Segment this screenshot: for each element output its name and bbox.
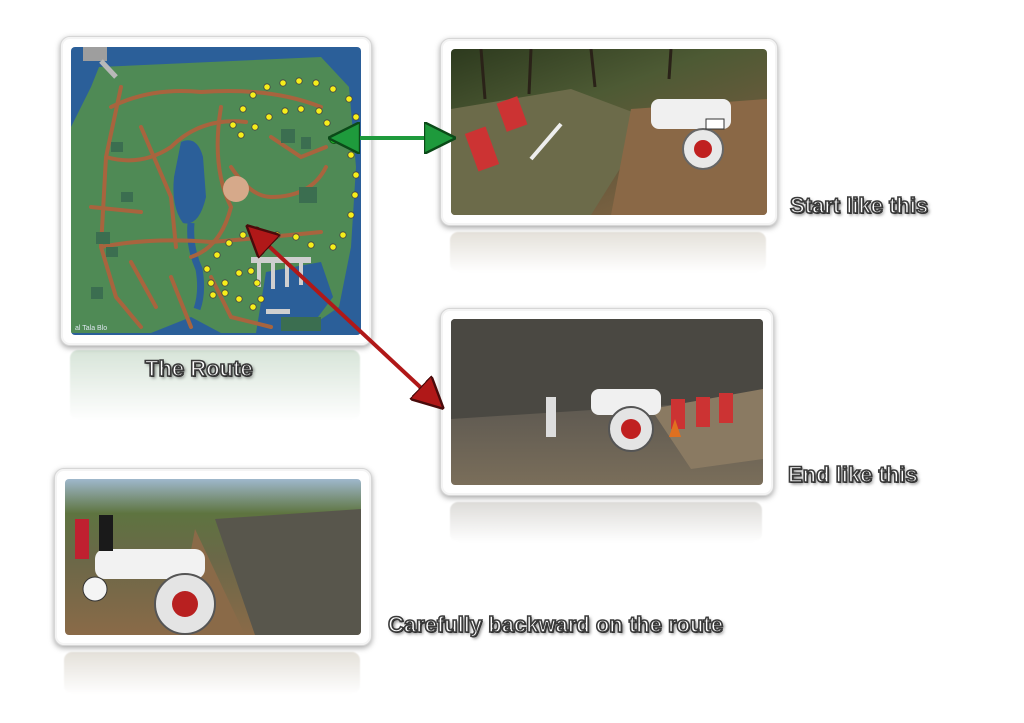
route-dot	[209, 291, 217, 299]
route-dot	[229, 121, 237, 129]
end-scene-panel	[440, 308, 774, 496]
route-dot	[237, 131, 245, 139]
route-dot	[225, 239, 233, 247]
end-point-marker	[250, 226, 262, 238]
route-dot	[247, 267, 255, 275]
route-dot	[329, 243, 337, 251]
caption-the-route: The Route	[144, 355, 253, 382]
route-dot	[351, 191, 359, 199]
route-dot	[273, 231, 281, 239]
route-dot	[345, 95, 353, 103]
route-dot	[352, 113, 359, 121]
route-dot	[251, 123, 259, 131]
route-dot	[297, 105, 305, 113]
route-dot	[203, 265, 211, 273]
map-watermark: al Tala Blo	[75, 325, 107, 332]
route-dot	[265, 113, 273, 121]
route-map-panel: al Tala Blo	[60, 36, 372, 346]
route-dot	[249, 91, 257, 99]
route-dot	[263, 83, 271, 91]
backward-scene-reflection	[64, 652, 360, 694]
caption-start: Start like this	[789, 192, 929, 219]
route-dot	[239, 105, 247, 113]
route-dot	[257, 295, 265, 303]
route-dot	[239, 231, 247, 239]
route-dot	[207, 279, 215, 287]
route-dot	[352, 171, 359, 179]
route-map: al Tala Blo	[71, 47, 361, 335]
route-dot	[347, 211, 355, 219]
route-dot	[221, 289, 229, 297]
route-dot	[295, 77, 303, 85]
route-dot	[292, 233, 300, 241]
backward-scene-panel	[54, 468, 372, 646]
backward-scene-image	[65, 479, 361, 635]
start-scene-reflection	[450, 232, 766, 272]
start-point-marker	[329, 134, 339, 144]
route-dot	[249, 303, 257, 311]
route-dot	[307, 241, 315, 249]
caption-backward: Carefully backward on the route	[387, 611, 724, 638]
route-map-graphic: al Tala Blo	[71, 47, 359, 333]
route-dot	[323, 119, 331, 127]
route-dot	[235, 295, 243, 303]
route-dot	[329, 85, 337, 93]
route-dot	[253, 279, 261, 287]
end-scene-reflection	[450, 502, 762, 542]
route-dot	[312, 79, 320, 87]
route-dot	[221, 279, 229, 287]
start-scene-image	[451, 49, 767, 215]
route-dot	[279, 79, 287, 87]
start-scene-panel	[440, 38, 778, 226]
route-dot	[281, 107, 289, 115]
route-dot	[345, 131, 353, 139]
route-dot	[315, 107, 323, 115]
end-scene-image	[451, 319, 763, 485]
route-dot	[339, 231, 347, 239]
caption-end: End like this	[787, 461, 918, 488]
route-dot	[347, 151, 355, 159]
route-dot	[235, 269, 243, 277]
route-dot	[213, 251, 221, 259]
